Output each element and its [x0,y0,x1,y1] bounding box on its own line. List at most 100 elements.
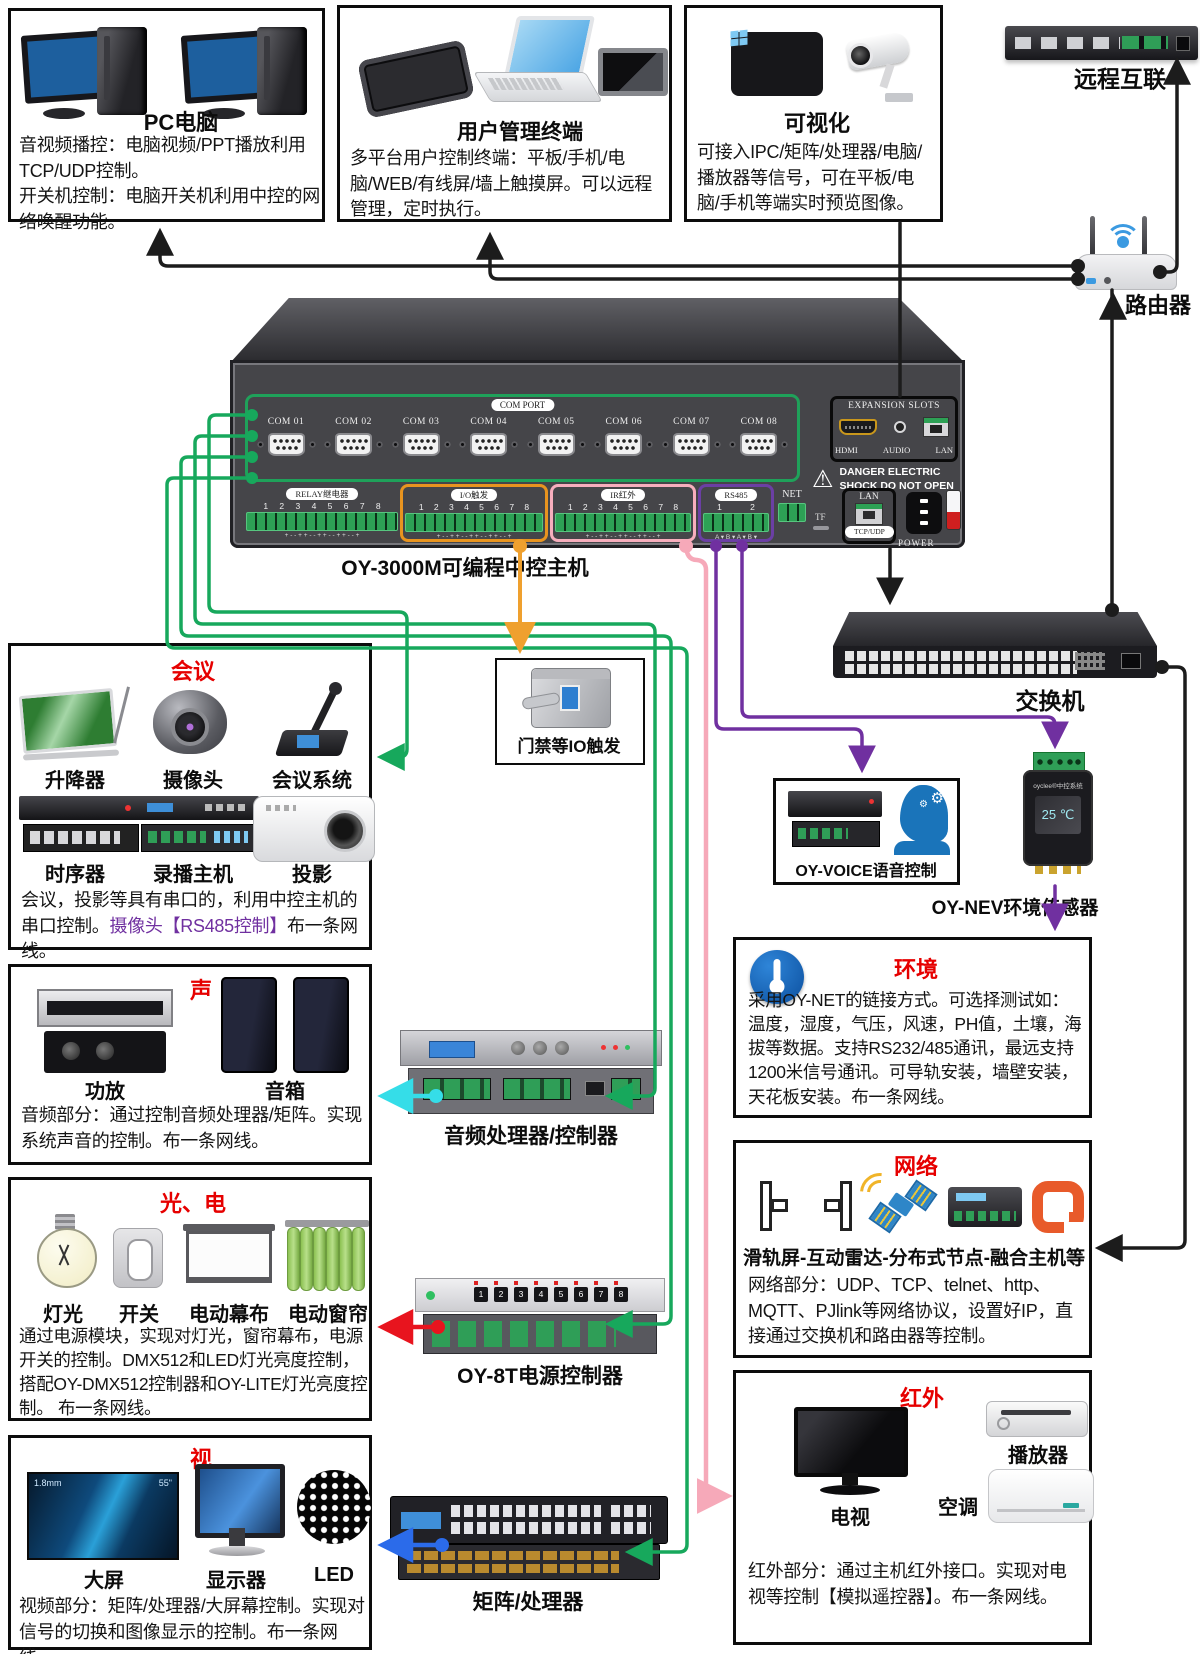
environment-box: 环境 采用OY-NET的链接方式。可选择测试如：温度，湿度，气压，风速，PH值，… [733,937,1092,1118]
light-power-desc: 通过电源模块，实现对灯光，窗帘幕布，电源开关的控制。DMX512和LED灯光亮度… [19,1326,368,1419]
video-box: 视 1.8mm 55" 大屏 显示器 LED 视频部分：矩阵/处理器/大屏幕控制… [8,1435,372,1654]
curtain-icon [285,1220,369,1294]
pc-control-box: PC电脑 音视频播控：电脑视频/PPT播放利用TCP/UDP控制。 开关机控制：… [8,8,325,232]
sequencer-icon [19,796,141,854]
terminal-strip [778,503,806,522]
wall-panel-icon [598,48,668,96]
db9-connector-icon [267,433,305,456]
db9-connector-icon [335,433,373,456]
power-controller-label: OY-8T电源控制器 [457,1365,623,1388]
lan-port-icon [855,503,883,525]
pc-desc-line1: 音视频播控：电脑视频/PPT播放利用TCP/UDP控制。 [19,135,306,181]
power-switch-icon [946,490,961,530]
oy3000m-host-device: COM PORT COM 01 COM 02 COM 03 COM 04 COM… [230,298,965,548]
switch-label: 开关 [119,1304,159,1326]
amplifier-label: 功放 [85,1081,125,1103]
monitor-label: 显示器 [206,1570,266,1592]
switch-label: 交换机 [1015,688,1085,714]
network-caption: 滑轨屏-互动雷达-分布式节点-融合主机等 [743,1248,1085,1269]
user-terminal-box: 用户管理终端 多平台用户控制终端：平板/手机/电脑/WEB/有线屏/墙上触摸屏。… [337,5,672,222]
db9-connector-icon [537,433,575,456]
visualization-box: 可视化 可接入IPC/矩阵/处理器/电脑/播放器等信号，可在平板/电脑/手机等端… [684,5,943,222]
screen-label: 电动幕布 [189,1304,269,1326]
terminal-strip [246,512,398,531]
meeting-title: 会议 [170,659,215,684]
monitor-icon [193,1464,285,1564]
light-label: 灯光 [43,1304,83,1326]
tf-label: TF [815,512,826,522]
switch-icon [113,1228,163,1288]
user-terminal-title: 用户管理终端 [457,121,583,144]
speaker-icon [293,977,349,1073]
rs485-section: RS485 1 2 A ▾ B ▾ A ▾ B ▾ [698,484,774,542]
video-wall-label: 大屏 [84,1570,124,1592]
projector-label: 投影 [292,864,332,886]
db9-connector-icon [672,433,710,456]
relay-section: RELAY继电器 1 2 3 4 5 6 7 8 + - - + + - - +… [246,488,398,540]
env-sensor-label: OY-NEV环境传感器 [931,898,1099,919]
size-badge: 55" [158,1478,172,1488]
tv-icon [794,1407,908,1499]
power-controller-rear [423,1314,657,1354]
com-port: COM 05 [524,417,588,456]
turnstile-icon [521,668,611,728]
com-port: COM 06 [592,417,656,456]
pc-box-title: PC电脑 [143,110,219,135]
host-caption: OY-3000M可编程中控主机 [341,557,589,580]
desktop-pc-icon [180,25,315,121]
video-desc: 视频部分：矩阵/处理器/大屏幕控制。实现对信号的切换和图像显示的控制。布一条网线… [19,1596,365,1654]
terminal-strip [555,513,691,532]
matrix-label: 矩阵/处理器 [472,1591,584,1614]
audio-processor-rear [408,1068,654,1114]
dome-camera-icon [153,690,227,754]
power-socket-icon [906,492,942,534]
conference-mic-icon [259,682,363,760]
voice-control-label: OY-VOICE语音控制 [795,863,937,880]
video-wall-icon: 1.8mm 55" [27,1472,179,1560]
switch-device-top [833,612,1157,646]
tablet-icon [357,39,475,119]
lan-tcpudp-block: LAN TCP/UDP [842,488,896,544]
amplifier-icon [37,989,173,1075]
com-port: COM 02 [322,417,386,456]
sensor-terminal [1033,752,1085,772]
com-port: COM 03 [389,417,453,456]
remote-link-label: 远程互联 [1074,66,1166,92]
rail-screen-icon [760,1181,804,1231]
tf-slot [813,526,829,530]
projection-screen-icon [183,1224,275,1290]
led-matrix-icon [297,1470,371,1544]
switch-device-front [833,646,1157,678]
infrared-title: 红外 [899,1386,944,1411]
matrix-rear [398,1544,660,1580]
sequencer-label: 时序器 [45,864,105,886]
tv-label: 电视 [830,1507,870,1529]
meeting-box: 会议 升降器 摄像头 会议系统 时序器 录播主机 投影 会议，投影等具有串口的，… [8,643,375,961]
windows-tablet-icon [730,29,823,96]
com-port-section: COM PORT COM 01 COM 02 COM 03 COM 04 COM… [245,394,800,482]
pitch-badge: 1.8mm [34,1478,62,1488]
pc-box-desc: 音视频播控：电脑视频/PPT播放利用TCP/UDP控制。 开关机控制：电脑开关机… [19,133,321,235]
orange-logo-icon [1032,1181,1084,1233]
db9-connector-icon [740,433,778,456]
projector-icon [253,796,375,862]
db9-connector-icon [605,433,643,456]
player-label: 播放器 [1008,1445,1068,1467]
conference-label: 会议系统 [272,770,352,792]
voice-device-icon [788,787,888,851]
laptop-icon [473,16,603,114]
sensor-display: 25 ℃ [1035,796,1081,834]
satellite-icon [851,1164,942,1239]
remote-link-device [1005,26,1198,60]
led-label: LED [314,1564,354,1586]
visualization-desc: 可接入IPC/矩阵/处理器/电脑/播放器等信号，可在平板/电脑/手机等端实时预览… [697,142,922,214]
power-label: POWER [898,538,935,548]
light-power-box: 光、电 灯光 开关 电动幕布 电动窗帘 通过电源模块，实现对灯光，窗帘幕布，电源… [8,1177,372,1421]
io-trigger-section: I/O触发 1 2 3 4 5 6 7 8 + - - + + - - + + … [400,484,548,542]
ac-label: 空调 [938,1497,978,1519]
expansion-slots: EXPANSION SLOTS HDMI AUDIO LAN [830,396,958,462]
door-io-box: 门禁等IO触发 [495,658,645,765]
cctv-camera-icon [839,30,919,102]
pc-desc-line2: 开关机控制：电脑开关机利用中控的网络唤醒功能。 [19,186,320,232]
rs485-note: 摄像头【RS485控制】 [109,915,288,936]
